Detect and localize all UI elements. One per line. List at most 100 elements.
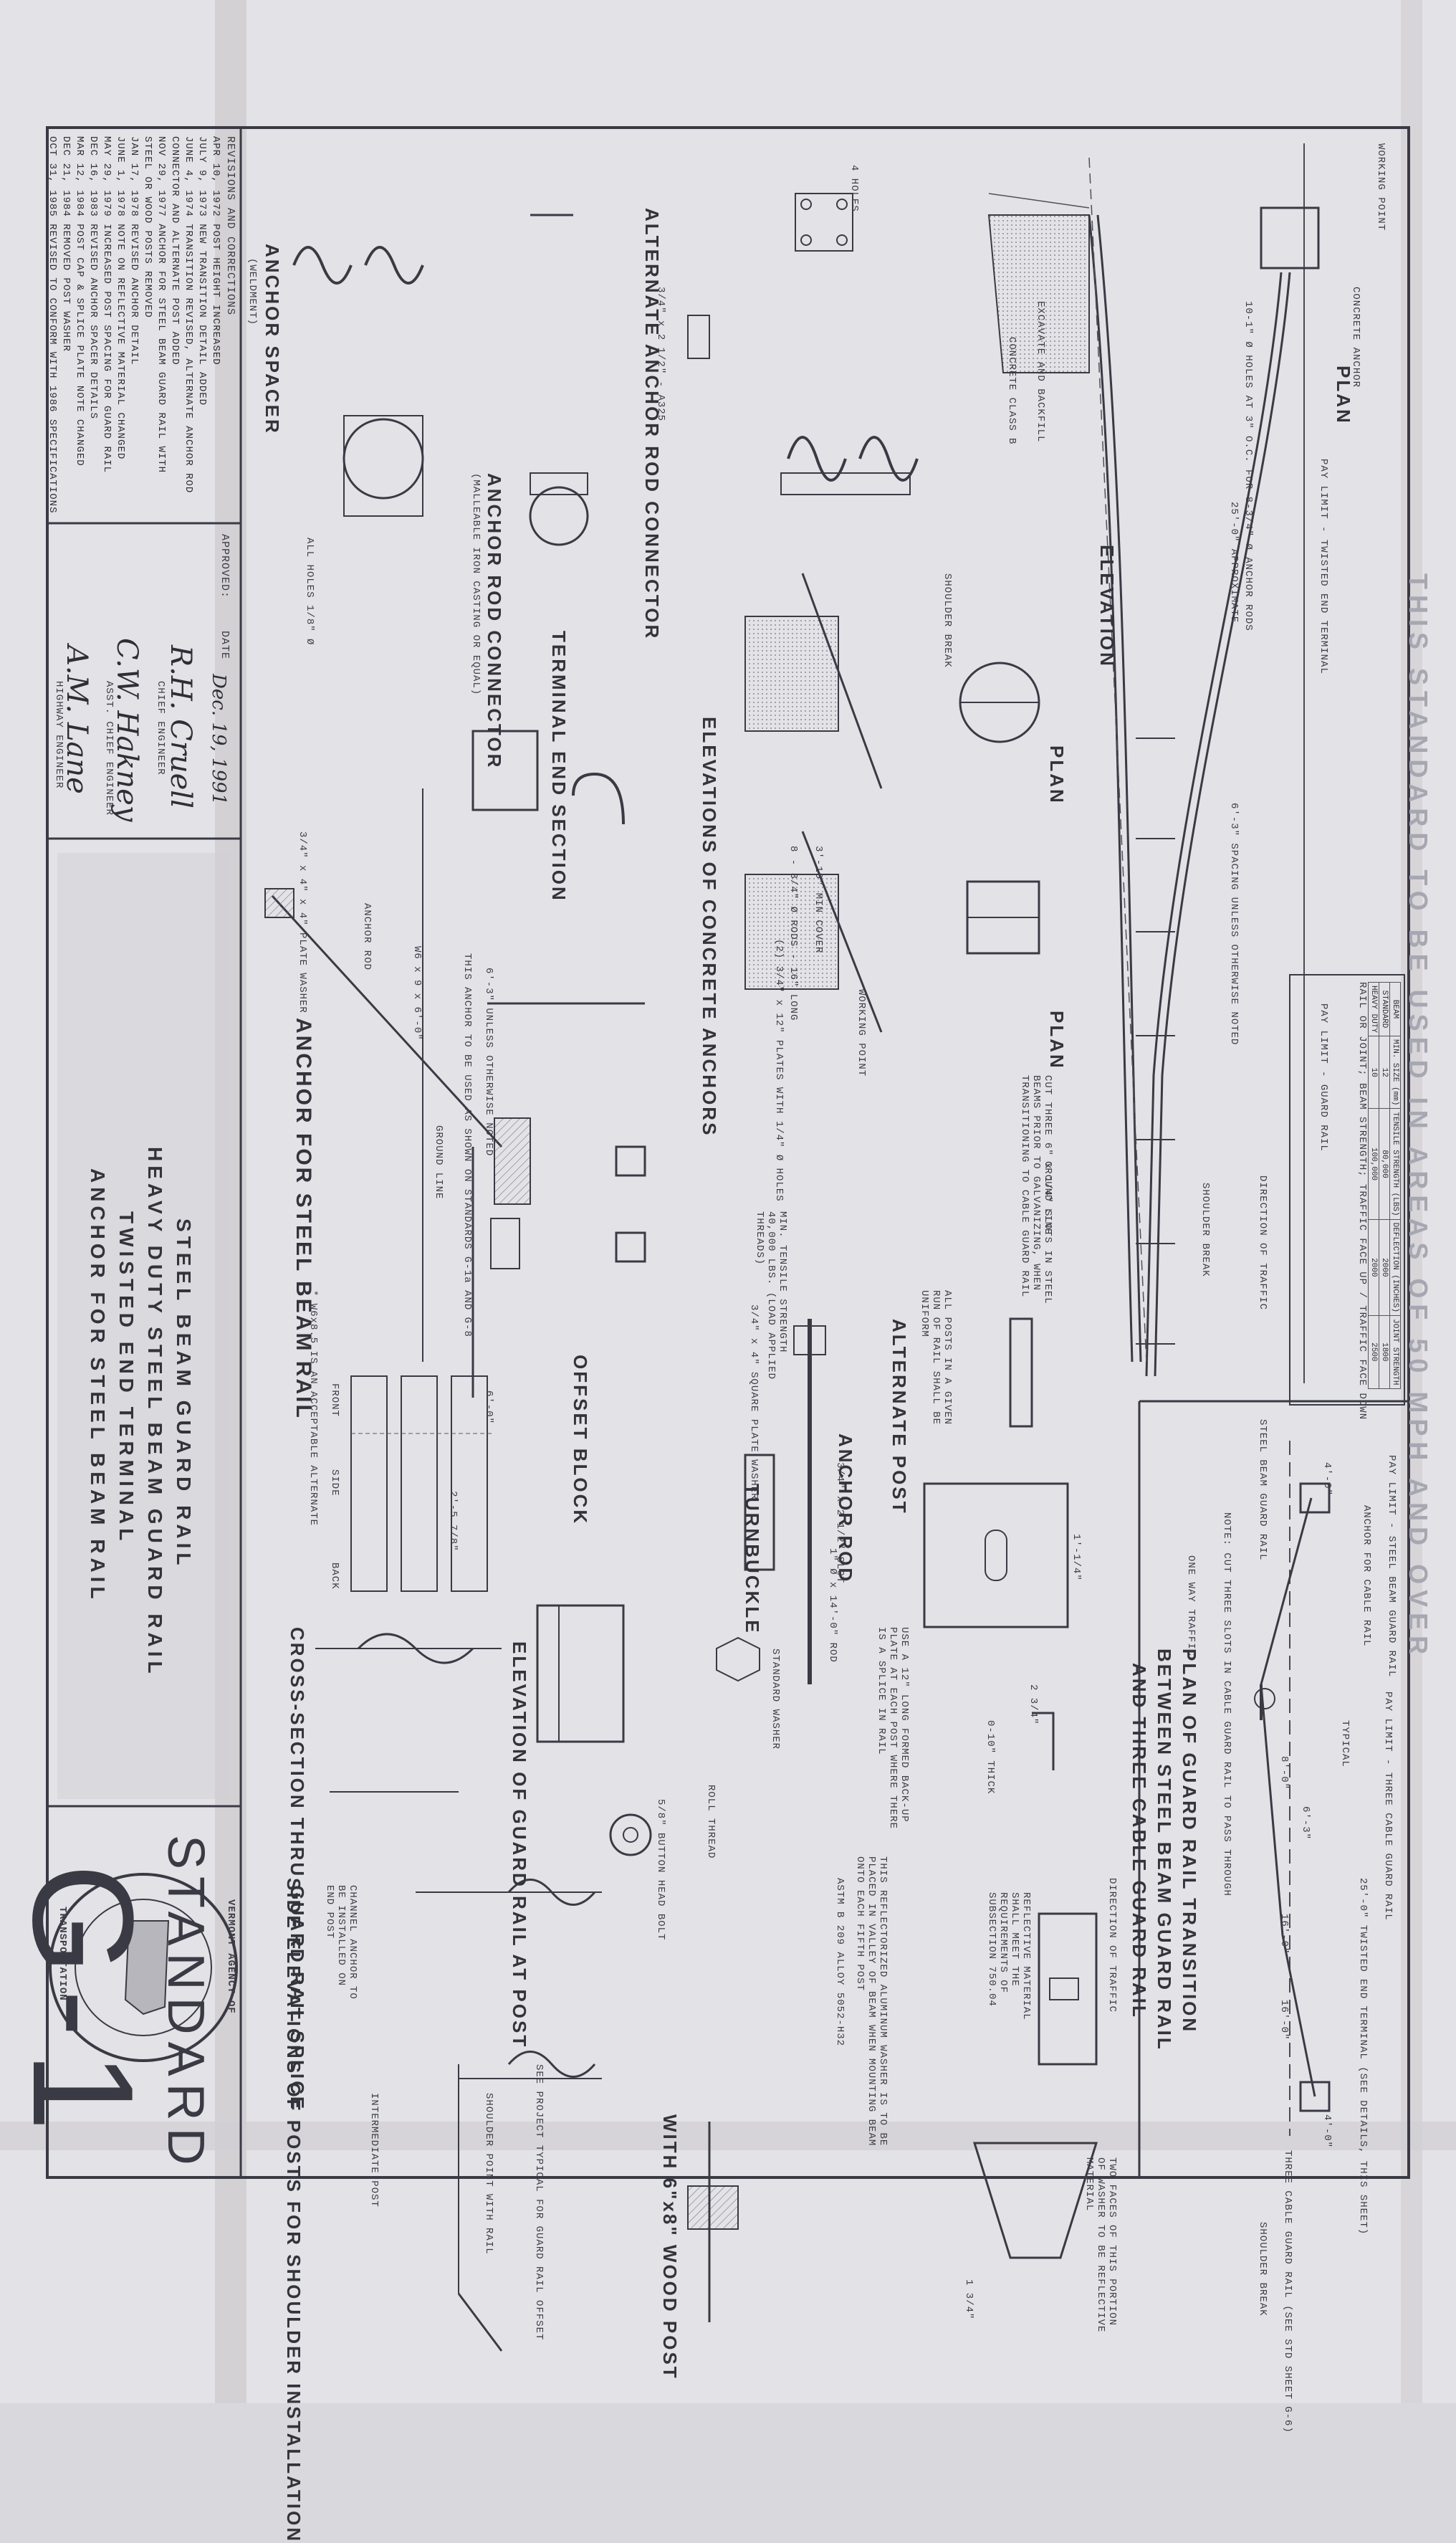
see-project-label: SEE PROJECT TYPICAL FOR GUARD RAIL OFFSE… <box>533 2064 545 2341</box>
two-faces-note: TWO FACES OF THIS PORTION OF WASHER TO B… <box>1083 2157 1118 2333</box>
elevation-title: ELEVATION <box>1096 545 1118 668</box>
revision-line: MAR 12, 1984 POST CAP & SPLICE PLATE NOT… <box>74 136 85 467</box>
steel-beam-label: STEEL BEAM GUARD RAIL <box>1257 1419 1268 1561</box>
offset-side: SIDE <box>329 1469 340 1497</box>
anchor-usage-note: THIS ANCHOR TO BE USED AS SHOWN ON STAND… <box>461 953 473 1337</box>
pay-twisted-label: PAY LIMIT - TWISTED END TERMINAL <box>1318 459 1329 674</box>
rods-label: 8 - 3/4" Ø RODS - 16" LONG <box>787 846 799 1021</box>
holes-note: 10-1" Ø HOLES AT 3" O.C. FOR 8-3/4" Ø AN… <box>1242 301 1254 631</box>
anchor-spacing: 6'-3" UNLESS OTHERWISE NOTED <box>483 968 494 1157</box>
alternate-post-title: ALTERNATE POST <box>889 1319 910 1515</box>
concrete-working-point: WORKING POINT <box>856 989 867 1077</box>
spec-cell: 1800 <box>1379 1315 1390 1389</box>
cut-steel-note: CUT THREE 6" x 1/4" SLOTS IN STEEL BEAMS… <box>1019 1075 1053 1304</box>
anchor-rod-diagonal <box>271 894 503 1148</box>
concrete-shoulder-break: SHOULDER BREAK <box>942 573 953 668</box>
cut-slots-note: NOTE: CUT THREE SLOTS IN CABLE GUARD RAI… <box>1221 1512 1232 1896</box>
backup-plate-note: USE A 12" LONG FORMED BACK-UP PLATE AT E… <box>876 1627 910 1830</box>
transition-cable-line <box>1260 1497 1316 2097</box>
weldment-label: (WELDMENT) <box>246 258 258 326</box>
offset-block-front <box>350 1375 388 1592</box>
turnbuckle-title: TURNBUCKLE <box>742 1484 763 1635</box>
holes4-label: 4 HOLES <box>848 165 860 212</box>
transition-title-3: AND THREE CABLE GUARD RAIL <box>1129 1663 1150 2019</box>
spec-note: RAIL OR JOINT; BEAM STRENGTH; TRAFFIC FA… <box>1356 982 1368 1421</box>
title-line-4: ANCHOR FOR STEEL BEAM RAIL <box>87 1168 109 1603</box>
signature-1: R.H. Cruell <box>164 645 197 808</box>
revision-line: JULY 9, 1973 NEW TRANSITION DETAIL ADDED <box>196 136 208 406</box>
anchor-plan-title-2: PLAN <box>1046 1011 1068 1070</box>
transition-title-2: BETWEEN STEEL BEAM GUARD RAIL <box>1154 1649 1175 2051</box>
revision-line: OCT 31, 1985 REVISED TO CONFORM WITH 198… <box>47 136 58 514</box>
spec-table: BEAM MIN. SIZE (mm) TENSILE STRENGTH (LB… <box>1356 982 1401 1420</box>
standard-washer-label: STANDARD WASHER <box>770 1649 781 1750</box>
title-line-2: HEAVY DUTY STEEL BEAM GUARD RAIL <box>144 1147 166 1678</box>
pay-cable-label: PAY LIMIT - THREE CABLE GUARD RAIL <box>1382 1692 1394 1921</box>
faint-note: THIS STANDARD TO BE USED IN AREAS OF 50 … <box>1404 573 1433 1661</box>
drawing-linework <box>0 0 1456 2403</box>
transition-title-1: PLAN OF GUARD RAIL TRANSITION <box>1179 1649 1200 2034</box>
wood-post-title: WITH 6"x8" WOOD POST <box>659 2114 681 2380</box>
pay-steel-label: PAY LIMIT - STEEL BEAM GUARD RAIL <box>1386 1455 1397 1678</box>
dim-16ft-a: 16'-0" <box>1278 1914 1290 1955</box>
revision-line: MAY 29, 1979 INCREASED POST SPACING FOR … <box>101 136 112 474</box>
dim-8ft: 8'-0" <box>1278 1756 1290 1790</box>
uniform-posts-note: ALL POSTS IN A GIVEN RUN OF RAIL SHALL B… <box>919 1290 953 1426</box>
connector-material: (MALLEABLE IRON CASTING OR EQUAL) <box>470 473 482 696</box>
dim-16ft-b: 16'-0" <box>1278 2000 1290 2041</box>
twisted-rail-plan <box>1145 272 1283 1377</box>
anchor-ground-line: GROUND LINE <box>433 1125 444 1200</box>
concrete-anchor-b <box>744 874 839 990</box>
washer-dim-1: 2 3/4" <box>1028 1684 1039 1725</box>
spec-header: DEFLECTION (INCHES) <box>1389 1219 1401 1316</box>
offset-dim-1: 6'-0" <box>483 1390 494 1425</box>
title-line-1: STEEL BEAM GUARD RAIL <box>173 1218 195 1570</box>
offset-block-title: OFFSET BLOCK <box>570 1355 591 1526</box>
approved-label: APPROVED: <box>219 534 231 599</box>
elevation-post-title: ELEVATION OF GUARD RAIL AT POST <box>509 1641 530 2049</box>
spec-header: MIN. SIZE (mm) <box>1389 1036 1401 1109</box>
signature-2: C.W. Hakney <box>110 638 143 822</box>
anchor-spacer-title: ANCHOR SPACER <box>262 244 283 435</box>
vermont-seal <box>49 1873 238 2062</box>
revision-line: STEEL OR WOOD POSTS REMOVED <box>142 136 153 318</box>
side-elevations-title: SIDE ELEVATIONS OF POSTS FOR SHOULDER IN… <box>283 1878 305 2543</box>
terminal-end-title: TERMINAL END SECTION <box>548 631 570 902</box>
anchor-plate-detail <box>795 193 853 252</box>
one-way-label: ONE WAY TRAFFIC <box>1185 1555 1197 1657</box>
reflective-washer <box>1038 1912 1098 2066</box>
title-line-3: TWISTED END TERMINAL <box>115 1211 138 1545</box>
spec-cell: 2000 <box>1379 1219 1390 1316</box>
washer-plate <box>923 1482 1069 1628</box>
spec-cell: HEAVY DUTY <box>1368 982 1379 1036</box>
excavate-label: EXCAVATE AND BACKFILL <box>1035 301 1046 443</box>
plate-washer-label: 3/4" x 4" x 4" PLATE WASHER <box>297 831 308 1013</box>
role-1: CHIEF ENGINEER <box>155 681 166 776</box>
offset-front: FRONT <box>329 1383 340 1418</box>
washer-dim-3: 1 3/4" <box>963 2279 974 2320</box>
revision-line: CONNECTOR AND ALTERNATE POST ADDED <box>169 136 181 366</box>
sheet-number: G-1 <box>3 1864 163 2146</box>
washer-direction: DIRECTION OF TRAFFIC <box>1106 1878 1118 2013</box>
reflective-material-note: REFLECTIVE MATERIAL SHALL MEET THE REQUI… <box>986 1892 1032 2020</box>
typical-label: TYPICAL <box>1339 1720 1351 1767</box>
thick-label: 0-10" THICK <box>985 1720 996 1795</box>
pay-guard-label: PAY LIMIT - GUARD RAIL <box>1318 1003 1329 1152</box>
offset-back: BACK <box>329 1562 340 1590</box>
revisions-list: APR 10, 1972 POST HEIGHT INCREASED JULY … <box>45 136 222 513</box>
revision-line: JAN 17, 1978 REVISED ANCHOR DETAIL <box>128 136 140 366</box>
shoulder-break-label: SHOULDER BREAK <box>1199 1183 1211 1277</box>
approval-date: Dec. 19, 1991 <box>208 674 229 806</box>
agency-top: VERMONT AGENCY OF <box>225 1899 236 2014</box>
concrete-anchor-elevation <box>987 214 1090 373</box>
tape-strip-bottom <box>0 2122 1456 2150</box>
twisted-terminal-label: 25'-0" TWISTED END TERMINAL (SEE DETAILS… <box>1357 1878 1369 2236</box>
spec-header: BEAM <box>1389 982 1401 1036</box>
spec-cell: 100,000 <box>1368 1108 1379 1220</box>
approx-label: 25'-0" APPROXIMATE <box>1228 502 1240 624</box>
spec-cell: STANDARD <box>1379 982 1390 1036</box>
concrete-anchors-title: ELEVATIONS OF CONCRETE ANCHORS <box>699 717 720 1137</box>
dim-6ft: 6'-3" <box>1300 1806 1311 1841</box>
role-3: HIGHWAY ENGINEER <box>53 681 64 789</box>
